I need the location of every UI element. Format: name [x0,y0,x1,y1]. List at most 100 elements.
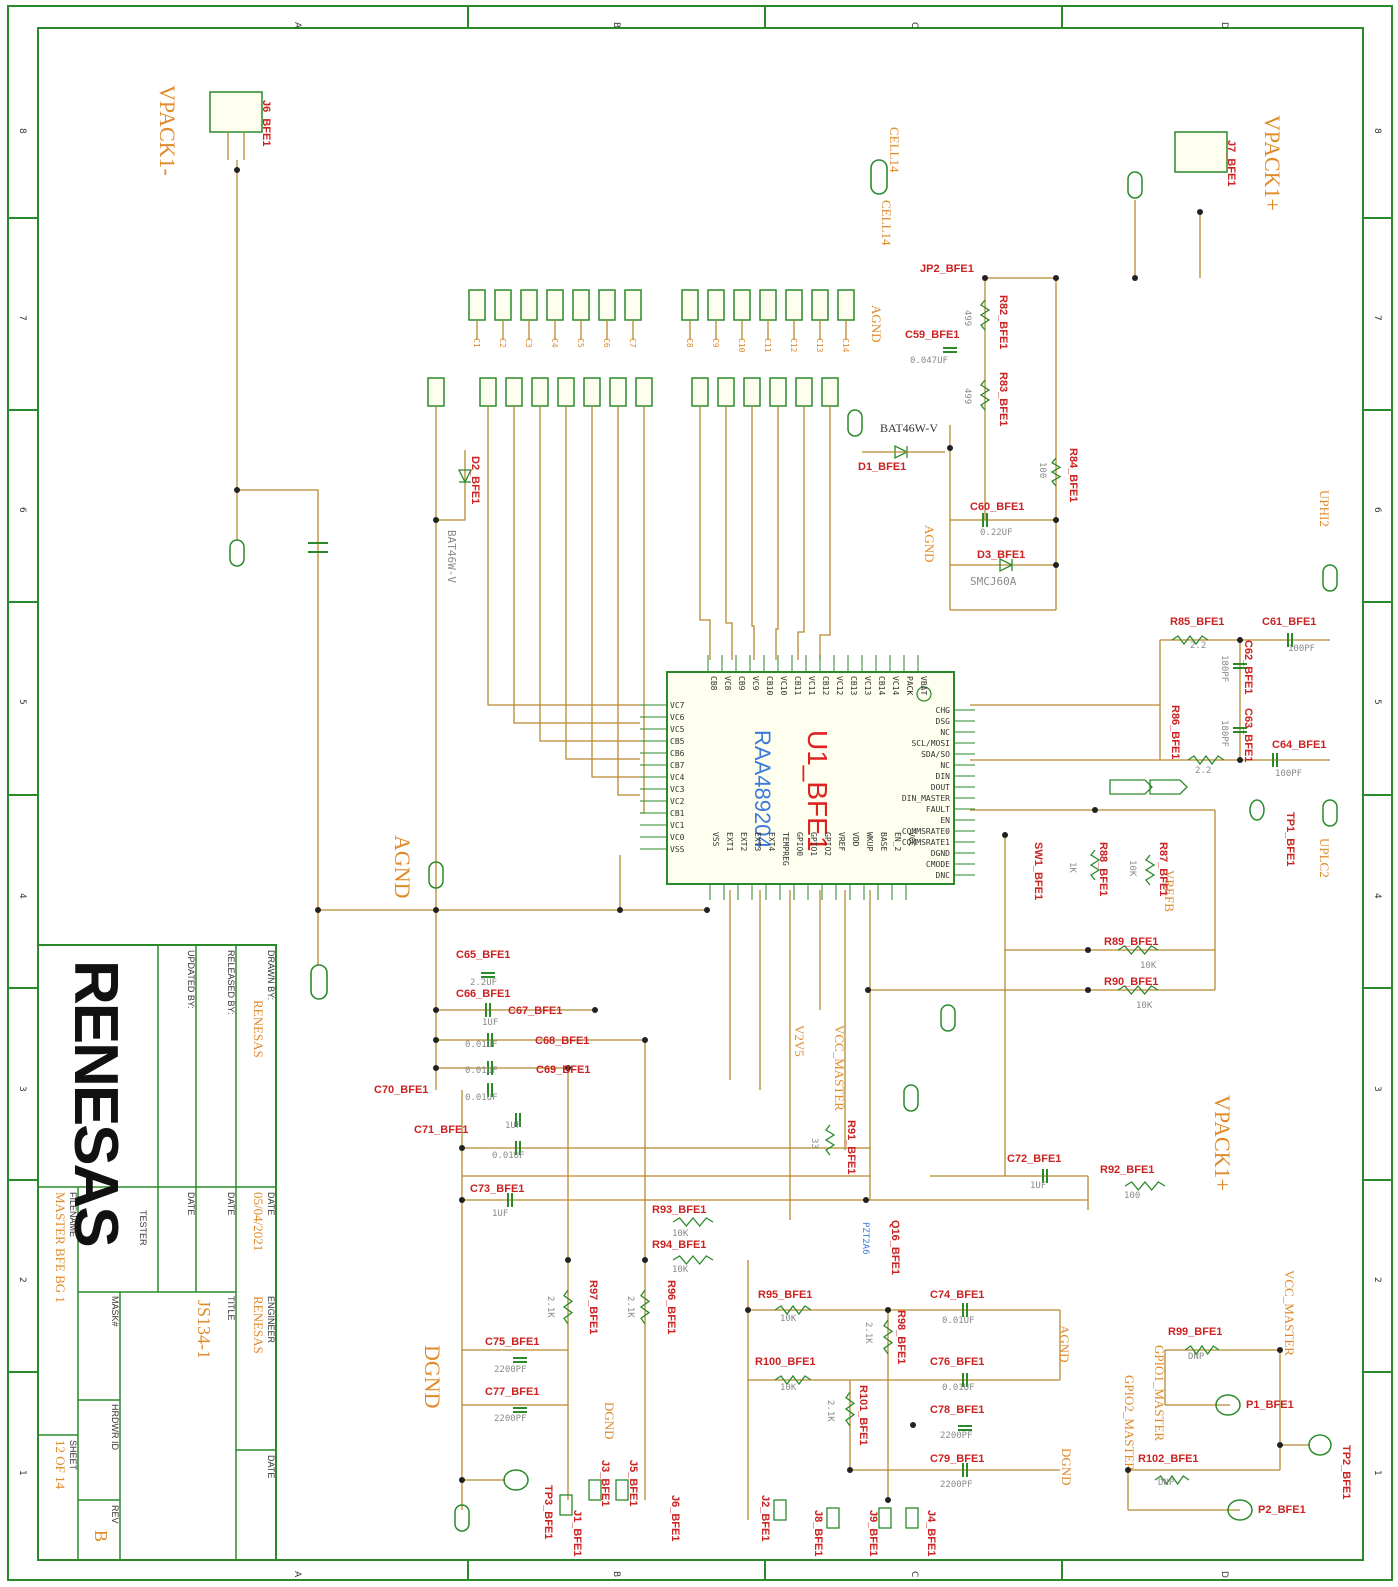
header-connector [905,1507,919,1529]
cell-label: C1 [472,338,481,348]
value-d2: BAT46W-V [445,530,458,583]
net-uplc2: UPLC2 [1317,838,1332,878]
sense-connector [583,377,601,425]
net-vpack-plus-top: VPACK1+ [1260,115,1285,211]
label-r100: R100_BFE1 [755,1356,816,1368]
chip-pin-left: VC2 [670,797,685,806]
cell-label: C12 [789,338,798,353]
label-c64: C64_BFE1 [1272,739,1326,751]
net-vpack-minus: VPACK1- [155,85,180,176]
chip-pin-top: PACK [905,676,914,695]
label-c70: C70_BFE1 [374,1084,428,1096]
tb-title-label: TITLE [226,1296,236,1321]
chip-pin-left: CB7 [670,761,685,770]
label-bat-top: BAT46W-V [880,421,938,435]
chip-pin-bottom: BASE [879,832,888,851]
cell-connector-upper: C1 [468,289,486,348]
chip-pin-left: CB1 [670,809,685,818]
tb-mask-label: MASK# [110,1296,120,1327]
chip-pin-right: DSG [936,717,951,726]
sense-connector [821,377,839,425]
chip-pin-right: DNC [936,871,951,880]
label-c63: C63_BFE1 [1242,708,1254,762]
resistor-symbol [1117,944,1159,956]
net-dgnd-left: DGND [420,1345,445,1409]
chip-pin-bottom: GPIO0 [795,832,804,856]
chip-pin-left: VC0 [670,833,685,842]
value-c71b: 0.01UF [492,1151,525,1161]
cell-connector-upper: C8 [681,289,699,348]
sense-wire [565,425,640,760]
tb-title: JS134-1 [194,1300,214,1359]
value-r92: 100 [1124,1191,1140,1201]
value-r97: 2.1K [545,1296,555,1318]
label-r82: R82_BFE1 [997,295,1009,349]
resistor-symbol [979,299,991,331]
net-labels: VPACK1- VPACK1+ VPACK1+ CELL14 CELL14 AG… [155,85,1332,1486]
label-d1: D1_BFE1 [858,461,906,473]
chip-pin-bottom: EN_2 [893,832,902,851]
sense-wire-top [819,425,831,660]
sense-connector [557,377,575,425]
label-c74: C74_BFE1 [930,1289,984,1301]
chip-pin-bottom: EXT3 [753,832,762,851]
chip-pin-bottom: GPIO1 [809,832,818,856]
net-gpio1-master: GPIO1_MASTER [1152,1345,1167,1441]
row-label-right-4: 4 [1372,893,1382,899]
sense-wire-top [751,425,755,660]
value-c73: 1UF [492,1209,508,1219]
diode-symbol [999,557,1014,573]
col-label-top-b: B [611,22,621,28]
net-vpack-plus-mid: VPACK1+ [1210,1095,1235,1191]
label-r93: R93_BFE1 [652,1204,706,1216]
net-agnd-mid: AGND [922,525,937,563]
tb-engineer-label: ENGINEER [266,1296,276,1344]
value-c76: 0.01UF [942,1383,975,1393]
tb-tester-label: TESTER [138,1210,148,1246]
sense-wire-top [775,425,779,660]
tb-engineer: RENESAS [251,1296,266,1354]
chip-pin-bottom: VSS [711,832,720,847]
value-c64: 100PF [1275,769,1302,779]
chip-pin-top: VC13 [863,676,872,695]
chip-pin-right: DOUT [931,783,950,792]
label-j7: J7_BFE1 [1225,140,1237,186]
resistor-symbol [1171,634,1209,646]
cell-connector-upper: C3 [520,289,538,348]
label-c76: C76_BFE1 [930,1356,984,1368]
value-r84: 100 [1037,462,1047,478]
row-label-left-7: 7 [17,315,27,321]
tb-drawn-by: RENESAS [251,1000,266,1058]
value-r95: 10K [780,1314,797,1324]
row-label-left-6: 6 [17,507,27,513]
value-c65: 2.2UF [470,978,497,988]
tb-released-by-label: RELEASED BY: [226,950,236,1015]
row-label-left-5: 5 [17,699,27,705]
cell-label: C7 [628,338,637,348]
value-r94: 10K [672,1265,689,1275]
label-r99: R99_BFE1 [1168,1326,1222,1338]
chip-pin-right: DIN [936,772,951,781]
label-p1: P1_BFE1 [1246,1399,1294,1411]
sense-wire-top [725,425,733,660]
cell-connector-upper: C4 [546,289,564,348]
header-connector [878,1507,892,1529]
value-r89: 10K [1140,961,1157,971]
tb-filename-label: FILENAME [68,1192,78,1237]
value-c59: 0.047UF [910,356,948,366]
resistor-symbol [774,1304,812,1316]
net-agnd-top: AGND [869,305,884,343]
row-label-right-8: 8 [1372,128,1382,134]
label-r102: R102_BFE1 [1138,1453,1199,1465]
chip-pin-left: VC1 [670,821,685,830]
resistor-symbol [1184,1344,1220,1356]
chip-pin-right: FAULT [926,805,950,814]
resistor-symbol [882,1319,894,1355]
net-cell14b: CELL14 [879,200,894,246]
col-label-top-a: A [292,22,302,29]
sheet-border [7,5,1393,1581]
tb-sheet: 12 OF 14 [53,1440,68,1490]
label-r90: R90_BFE1 [1104,976,1158,988]
cell-label: C11 [763,338,772,353]
resistor-symbol [562,1289,574,1325]
